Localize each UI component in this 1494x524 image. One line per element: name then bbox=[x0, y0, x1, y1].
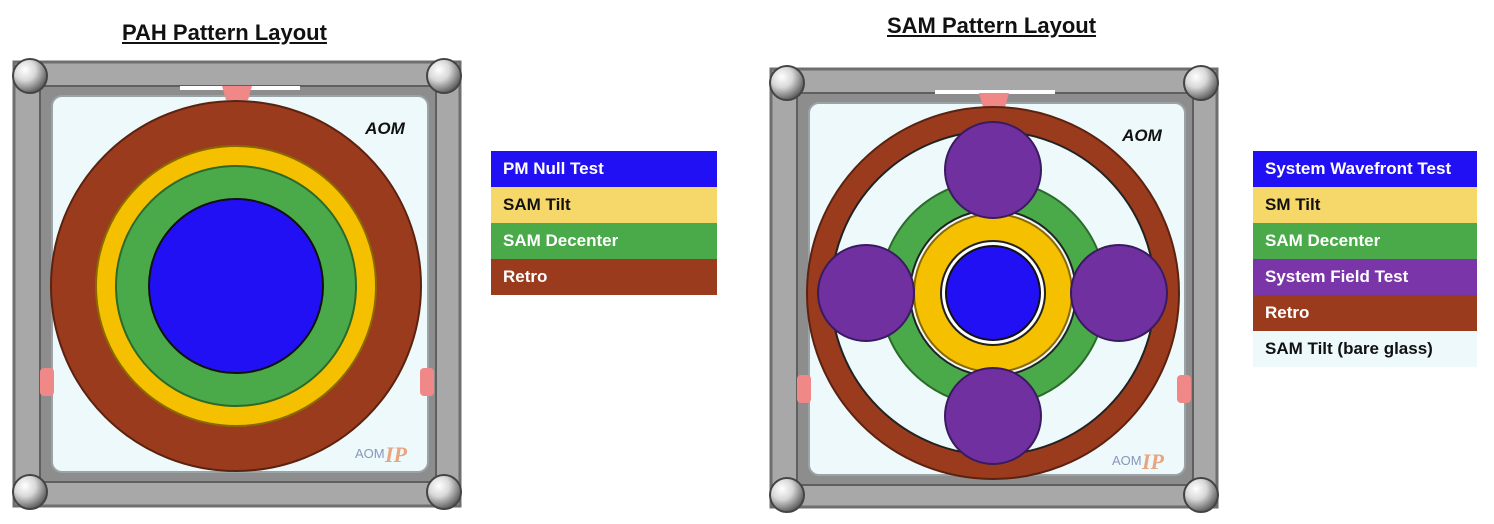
pah-right-tab bbox=[420, 368, 434, 396]
sam-top-notch bbox=[935, 90, 1055, 94]
pah-legend: PM Null Test SAM Tilt SAM Decenter Retro bbox=[491, 151, 717, 295]
pah-aom-label: AOM bbox=[364, 119, 406, 138]
sam-legend-item: System Field Test bbox=[1253, 259, 1477, 295]
sam-field-test-circle-left bbox=[817, 244, 915, 342]
sam-system-wavefront-circle bbox=[945, 245, 1041, 341]
sam-right-tab bbox=[1177, 375, 1191, 403]
pah-corner-ball-tl bbox=[12, 58, 48, 94]
pah-legend-item: SAM Decenter bbox=[491, 223, 717, 259]
pah-ip-logo-text: IP bbox=[384, 442, 408, 467]
sam-top-tab bbox=[979, 93, 1009, 107]
sam-field-test-circle-right bbox=[1070, 244, 1168, 342]
pah-corner-ball-tr bbox=[426, 58, 462, 94]
pah-legend-item: Retro bbox=[491, 259, 717, 295]
sam-pattern-title: SAM Pattern Layout bbox=[887, 13, 1097, 38]
sam-legend-item: Retro bbox=[1253, 295, 1477, 331]
pah-legend-item: SAM Tilt bbox=[491, 187, 717, 223]
sam-legend-item: SAM Tilt (bare glass) bbox=[1253, 331, 1477, 367]
pah-left-tab bbox=[40, 368, 54, 396]
pah-corner-ball-br bbox=[426, 474, 462, 510]
pah-aom-logo-text: AOM bbox=[355, 446, 385, 461]
sam-field-test-circle-top bbox=[944, 121, 1042, 219]
pah-legend-item: PM Null Test bbox=[491, 151, 717, 187]
pah-pattern-title: PAH Pattern Layout bbox=[122, 20, 327, 45]
sam-fixture-diagram: AOM AOM IP bbox=[769, 65, 1219, 513]
sam-corner-ball-br bbox=[1183, 477, 1219, 513]
pah-pm-null-test-circle bbox=[148, 198, 324, 374]
sam-ip-logo-text: IP bbox=[1141, 449, 1165, 474]
sam-legend-item: System Wavefront Test bbox=[1253, 151, 1477, 187]
sam-corner-ball-tr bbox=[1183, 65, 1219, 101]
sam-legend-item: SM Tilt bbox=[1253, 187, 1477, 223]
sam-legend-item: SAM Decenter bbox=[1253, 223, 1477, 259]
sam-legend: System Wavefront Test SM Tilt SAM Decent… bbox=[1253, 151, 1477, 367]
sam-corner-ball-tl bbox=[769, 65, 805, 101]
pah-corner-ball-bl bbox=[12, 474, 48, 510]
sam-left-tab bbox=[797, 375, 811, 403]
pah-top-tab bbox=[222, 86, 252, 100]
sam-corner-ball-bl bbox=[769, 477, 805, 513]
sam-field-test-circle-bottom bbox=[944, 367, 1042, 465]
sam-aom-label: AOM bbox=[1121, 126, 1163, 145]
sam-aom-logo-text: AOM bbox=[1112, 453, 1142, 468]
pah-fixture-diagram: AOM AOM IP bbox=[12, 58, 462, 510]
